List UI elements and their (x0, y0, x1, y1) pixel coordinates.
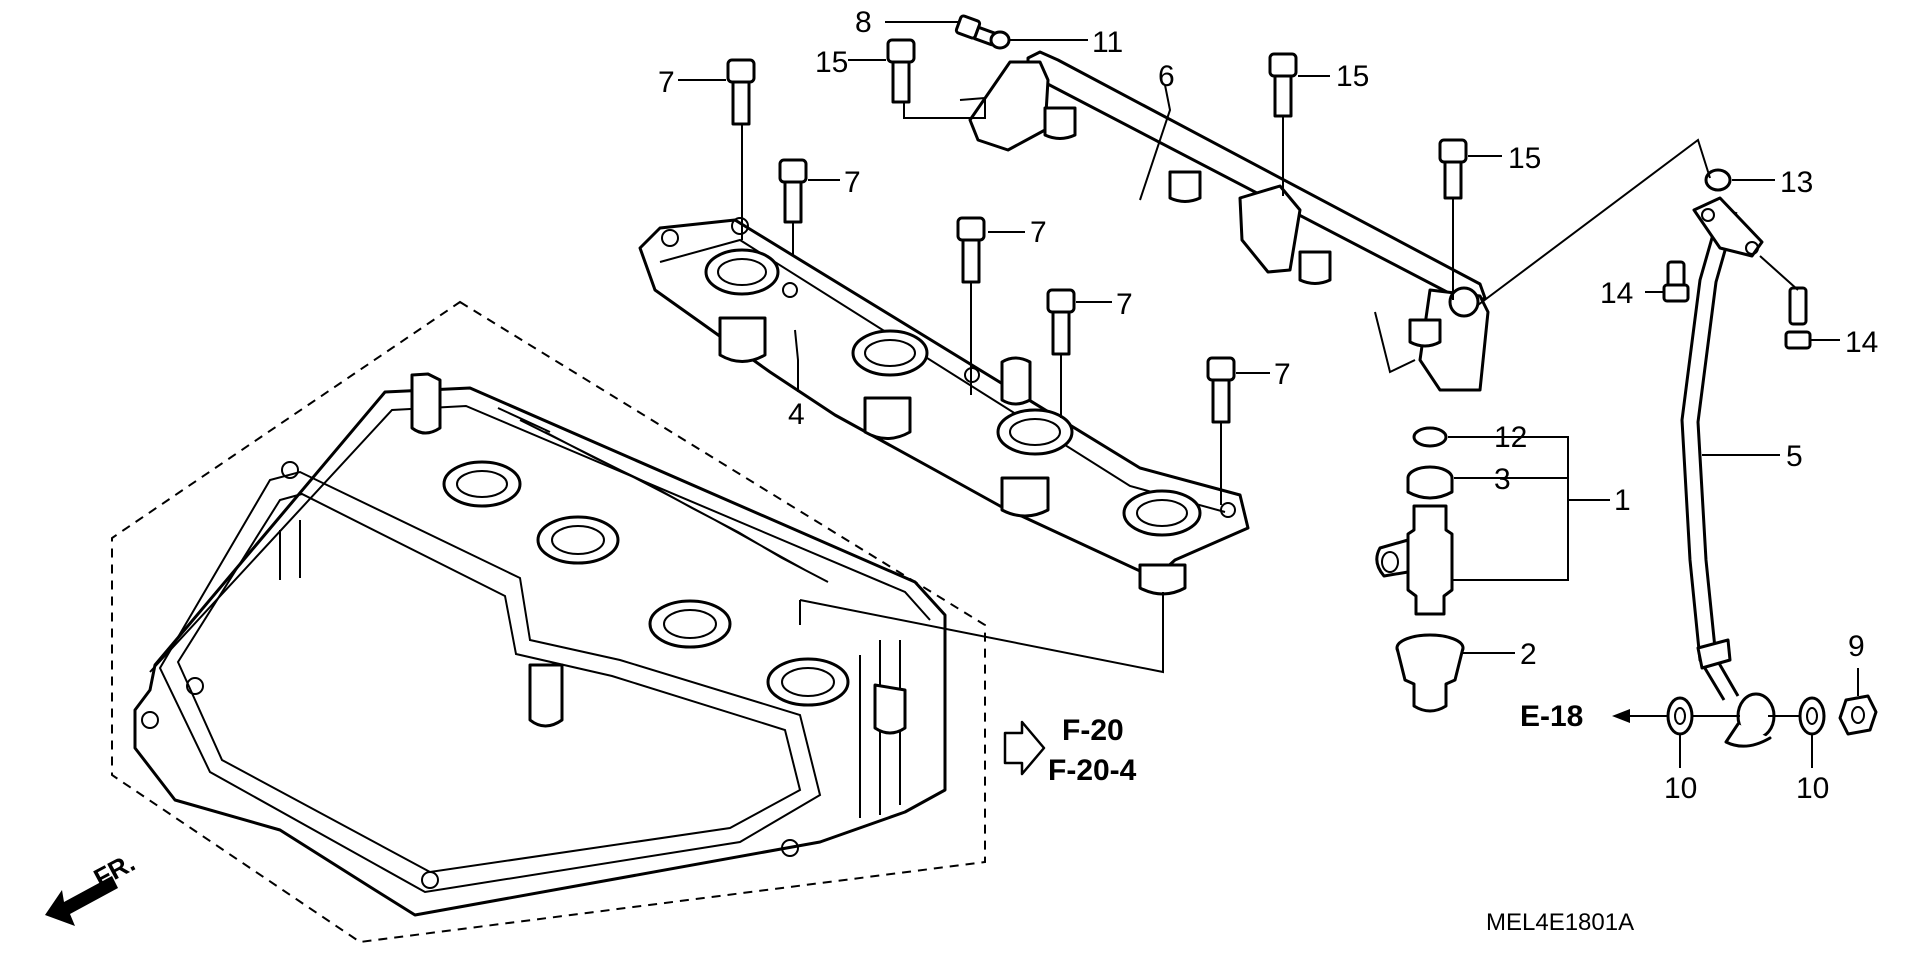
ref-f20-4: F-20-4 (1048, 754, 1137, 787)
bolt-15a (886, 38, 916, 104)
label-10-left: 10 (1664, 772, 1697, 805)
label-4: 4 (788, 398, 805, 431)
label-15-center: 15 (1336, 60, 1369, 93)
part-labels: 8 11 15 6 15 15 7 7 7 7 7 4 13 14 14 12 … (658, 6, 1878, 805)
ref-e18: E-18 (1520, 700, 1583, 733)
seal-ring-3 (1406, 465, 1454, 500)
sealing-washer-left (1666, 696, 1694, 736)
sealing-washer-right (1798, 696, 1826, 736)
leader-lines (678, 21, 1859, 768)
bolt-7e (1206, 356, 1236, 424)
label-5: 5 (1786, 440, 1803, 473)
intake-cover (133, 372, 947, 917)
banjo-fitting (1724, 692, 1776, 748)
bolt-7c (956, 216, 986, 284)
ref-f20: F-20 (1062, 714, 1124, 747)
label-10-right: 10 (1796, 772, 1829, 805)
label-7-b: 7 (844, 166, 861, 199)
fuel-injector (1375, 504, 1454, 616)
bolt-15b (1268, 52, 1298, 118)
label-7-d: 7 (1116, 288, 1133, 321)
label-7-a: 7 (658, 66, 675, 99)
label-12: 12 (1494, 421, 1527, 454)
label-2: 2 (1520, 638, 1537, 671)
o-ring-13 (1704, 168, 1732, 192)
nut-9 (1838, 694, 1878, 736)
label-9: 9 (1848, 630, 1865, 663)
label-8: 8 (855, 6, 872, 39)
reference-arrow-icon (1003, 720, 1046, 776)
bolt-7a (726, 58, 756, 126)
label-14-right: 14 (1845, 326, 1878, 359)
injector-base-plate (638, 217, 1250, 596)
insulator-2 (1395, 633, 1465, 713)
label-6: 6 (1158, 60, 1175, 93)
washer-11 (989, 30, 1011, 50)
bolt-7b (778, 158, 808, 224)
o-ring-12 (1412, 426, 1448, 448)
bolt-15c (1438, 138, 1468, 200)
injector-assembly (1375, 426, 1465, 713)
label-11: 11 (1092, 26, 1123, 59)
bolt-7d (1046, 288, 1076, 356)
bolt-14b (1784, 286, 1812, 350)
label-15-left: 15 (815, 46, 848, 79)
label-15-right: 15 (1508, 142, 1541, 175)
label-14-left: 14 (1600, 277, 1633, 310)
label-7-c: 7 (1030, 216, 1047, 249)
label-7-e: 7 (1274, 358, 1291, 391)
bolt-14a (1662, 260, 1690, 303)
front-direction-icon (45, 876, 118, 926)
reference-labels: F-20 F-20-4 E-18 (1048, 700, 1583, 787)
label-1: 1 (1614, 484, 1631, 517)
fuel-rail (968, 50, 1490, 392)
intake-cover-boundary (111, 300, 986, 944)
diagram-code: MEL4E1801A (1486, 909, 1634, 936)
label-13: 13 (1780, 166, 1813, 199)
label-3: 3 (1494, 463, 1511, 496)
